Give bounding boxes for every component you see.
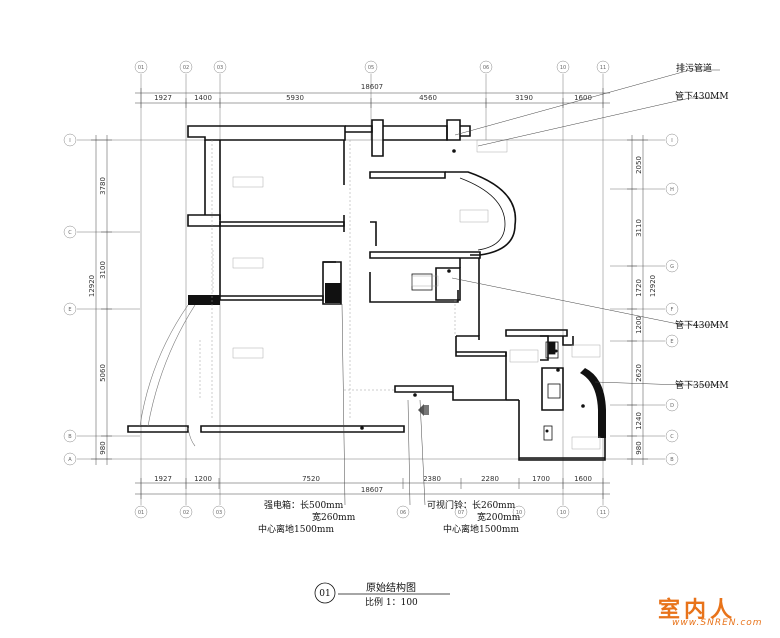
right-dim-2: 3110: [635, 219, 643, 237]
grid-bubble-top-label: 02: [183, 65, 189, 71]
left-dim-2: 3100: [99, 261, 107, 279]
grid-bubble-top-label: 10: [560, 65, 566, 71]
title-number: 01: [319, 589, 330, 599]
top-dimension-lines: [135, 88, 610, 108]
bottom-dimension-lines: [135, 478, 610, 499]
grid-bubble-right-label: C: [670, 434, 674, 440]
bottom-dim-6: 1700: [532, 475, 550, 483]
room-label-boxes: [232, 139, 601, 450]
grid-bubble-left-label: I: [69, 138, 70, 144]
left-dim-4: 980: [99, 441, 107, 454]
left-dim-3: 5060: [99, 364, 107, 382]
right-dim-3: 1720: [635, 279, 643, 297]
right-dim-6: 1240: [635, 412, 643, 430]
grid-bubble-bottom-label: 01: [138, 510, 144, 516]
dashed-lines: [199, 140, 456, 420]
grid-bubble-top-label: 03: [217, 65, 223, 71]
power-box-wall-block: [325, 283, 341, 303]
grid-bubble-left-label: C: [68, 230, 72, 236]
pipe-350-label: 管下350MM: [675, 379, 729, 391]
left-dimension-lines: [91, 135, 112, 465]
pipe-430-mid-label: 管下430MM: [675, 319, 729, 331]
bottom-total-dimension: 18607: [361, 486, 383, 494]
drawing-scale: 比例 1：100: [365, 596, 418, 608]
power-box-note-line1: 强电箱：长500mm: [264, 499, 344, 511]
grid-bubble-bottom-label: 10: [516, 510, 522, 516]
bottom-grid-bubbles: [134, 505, 610, 519]
power-box-note-line3: 中心离地1500mm: [258, 523, 334, 535]
walls: [127, 119, 606, 461]
grid-bubble-bottom-label: 02: [183, 510, 189, 516]
annotation-leaders: [341, 69, 720, 506]
right-total-dimension: 12920: [649, 275, 657, 297]
watermark-en: www.SNREN.com: [672, 618, 763, 628]
grid-bubble-bottom-label: 11: [600, 510, 606, 516]
entry-marker: [424, 405, 429, 415]
right-dimension-lines: [627, 135, 648, 465]
entry-arrow-icon: [418, 404, 424, 416]
grid-lines: [77, 74, 665, 505]
intercom-note-line3: 中心离地1500mm: [443, 523, 519, 535]
grid-bubble-top-label: 05: [368, 65, 374, 71]
bottom-dim-4: 2380: [423, 475, 441, 483]
power-box-note-line2: 宽260mm: [312, 511, 356, 523]
right-grid-bubbles: [665, 133, 679, 466]
grid-bubble-right-label: H: [670, 187, 674, 193]
watermark-cn: 室内人: [658, 598, 737, 623]
intercom-note-line2: 宽200mm: [477, 511, 521, 523]
grid-bubble-right-label: E: [670, 339, 673, 345]
pipe-dots: [360, 149, 585, 433]
grid-bubble-top-label: 11: [600, 65, 606, 71]
left-total-dimension: 12920: [88, 275, 96, 297]
drain-pipe-label: 排污管道: [676, 62, 712, 74]
bottom-dim-2: 1200: [194, 475, 212, 483]
top-dim-6: 1600: [574, 94, 592, 102]
bottom-dim-1: 1927: [154, 475, 172, 483]
grid-bubble-left-label: E: [68, 307, 71, 313]
left-dim-1: 3780: [99, 177, 107, 195]
top-dim-3: 5930: [286, 94, 304, 102]
right-dim-7: 980: [635, 441, 643, 454]
grid-bubble-bottom-label: 07: [458, 510, 464, 516]
bottom-dim-5: 2280: [481, 475, 499, 483]
pipe-430-top-label: 管下430MM: [675, 90, 729, 102]
grid-bubble-right-label: I: [671, 138, 672, 144]
grid-bubble-right-label: G: [670, 264, 674, 270]
top-dim-1: 1927: [154, 94, 172, 102]
grid-bubble-bottom-label: 06: [400, 510, 406, 516]
grid-bubble-right-label: D: [670, 403, 674, 409]
grid-bubble-top-label: 01: [138, 65, 144, 71]
grid-bubble-bottom-label: 03: [216, 510, 222, 516]
grid-bubble-left-label: B: [68, 434, 72, 440]
title-number-circle: [314, 582, 336, 604]
top-dim-4: 4560: [419, 94, 437, 102]
left-grid-bubbles: [63, 133, 77, 466]
top-dim-5: 3190: [515, 94, 533, 102]
grid-bubble-top-label: 06: [483, 65, 489, 71]
right-dim-5: 2620: [635, 364, 643, 382]
right-dim-1: 2050: [635, 156, 643, 174]
drawing-title: 原始结构图: [366, 581, 416, 594]
top-total-dimension: 18607: [361, 83, 383, 91]
columns-small: [411, 273, 561, 441]
bottom-dim-3: 7520: [302, 475, 320, 483]
curved-wall-right: [580, 368, 606, 438]
intercom-note-line1: 可视门铃：长260mm: [427, 499, 516, 511]
structural-column-left: [188, 295, 220, 305]
watermark-logo: 室内人 www.SNREN.com: [650, 592, 770, 632]
bottom-dim-7: 1600: [574, 475, 592, 483]
grid-bubble-right-label: F: [671, 307, 674, 313]
grid-bubble-right-label: B: [670, 457, 674, 463]
grid-bubble-left-label: A: [68, 457, 72, 463]
right-dim-4: 1200: [635, 316, 643, 334]
top-dim-2: 1400: [194, 94, 212, 102]
top-grid-bubbles: [134, 60, 610, 74]
grid-bubble-bottom-label: 10: [560, 510, 566, 516]
